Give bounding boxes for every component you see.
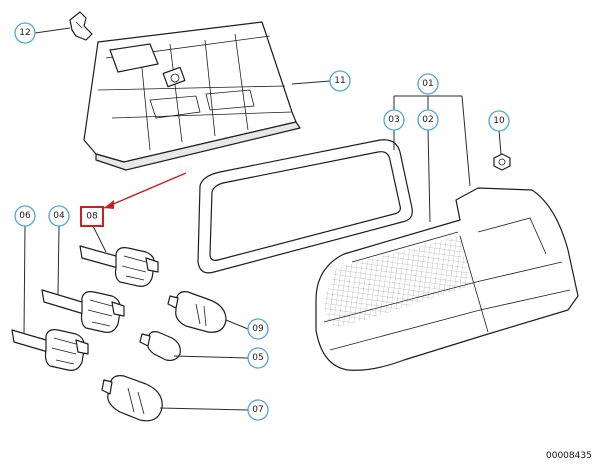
- highlight-arrow: [103, 172, 187, 209]
- callout-label-11: 11: [334, 76, 345, 86]
- nut-part[interactable]: [493, 153, 511, 171]
- bulb-part-09[interactable]: [167, 291, 227, 333]
- callout-03[interactable]: 03: [383, 109, 405, 131]
- callout-label-04: 04: [53, 211, 65, 221]
- callout-11[interactable]: 11: [329, 70, 351, 92]
- callout-06[interactable]: 06: [14, 205, 36, 227]
- bulb-carrier-part[interactable]: [83, 21, 301, 171]
- callout-01[interactable]: 01: [417, 73, 439, 95]
- callout-02[interactable]: 02: [417, 109, 439, 131]
- bulb-part-07[interactable]: [101, 375, 163, 422]
- highlight-box: [80, 206, 104, 227]
- callout-04[interactable]: 04: [48, 205, 70, 227]
- callout-label-05: 05: [252, 353, 263, 363]
- socket-part-06[interactable]: [11, 329, 89, 371]
- callout-label-07: 07: [252, 405, 263, 415]
- callout-08[interactable]: 08: [86, 212, 98, 222]
- gasket-part[interactable]: [197, 139, 413, 274]
- callout-07[interactable]: 07: [247, 399, 269, 421]
- socket-part-04[interactable]: [41, 289, 125, 333]
- callout-label-09: 09: [252, 324, 264, 334]
- callout-10[interactable]: 10: [488, 110, 510, 132]
- tail-light-housing-part[interactable]: [315, 187, 579, 371]
- callout-09[interactable]: 09: [247, 318, 269, 340]
- callout-label-03: 03: [388, 115, 399, 125]
- diagram-code: 00008435: [546, 451, 592, 461]
- callout-label-01: 01: [422, 79, 433, 89]
- bulb-part-05[interactable]: [139, 331, 181, 361]
- clip-part[interactable]: [69, 11, 93, 41]
- callout-label-02: 02: [422, 115, 433, 125]
- socket-part-08[interactable]: [79, 245, 159, 287]
- callout-label-10: 10: [493, 116, 505, 126]
- callout-12[interactable]: 12: [14, 22, 36, 44]
- callout-label-06: 06: [19, 211, 31, 221]
- highlight-08: [80, 172, 187, 227]
- callout-label-08: 08: [86, 212, 98, 222]
- callout-05[interactable]: 05: [247, 347, 269, 369]
- callout-label-12: 12: [19, 28, 30, 38]
- highlight-arrowhead: [104, 200, 114, 209]
- leader-lines: [23, 27, 502, 411]
